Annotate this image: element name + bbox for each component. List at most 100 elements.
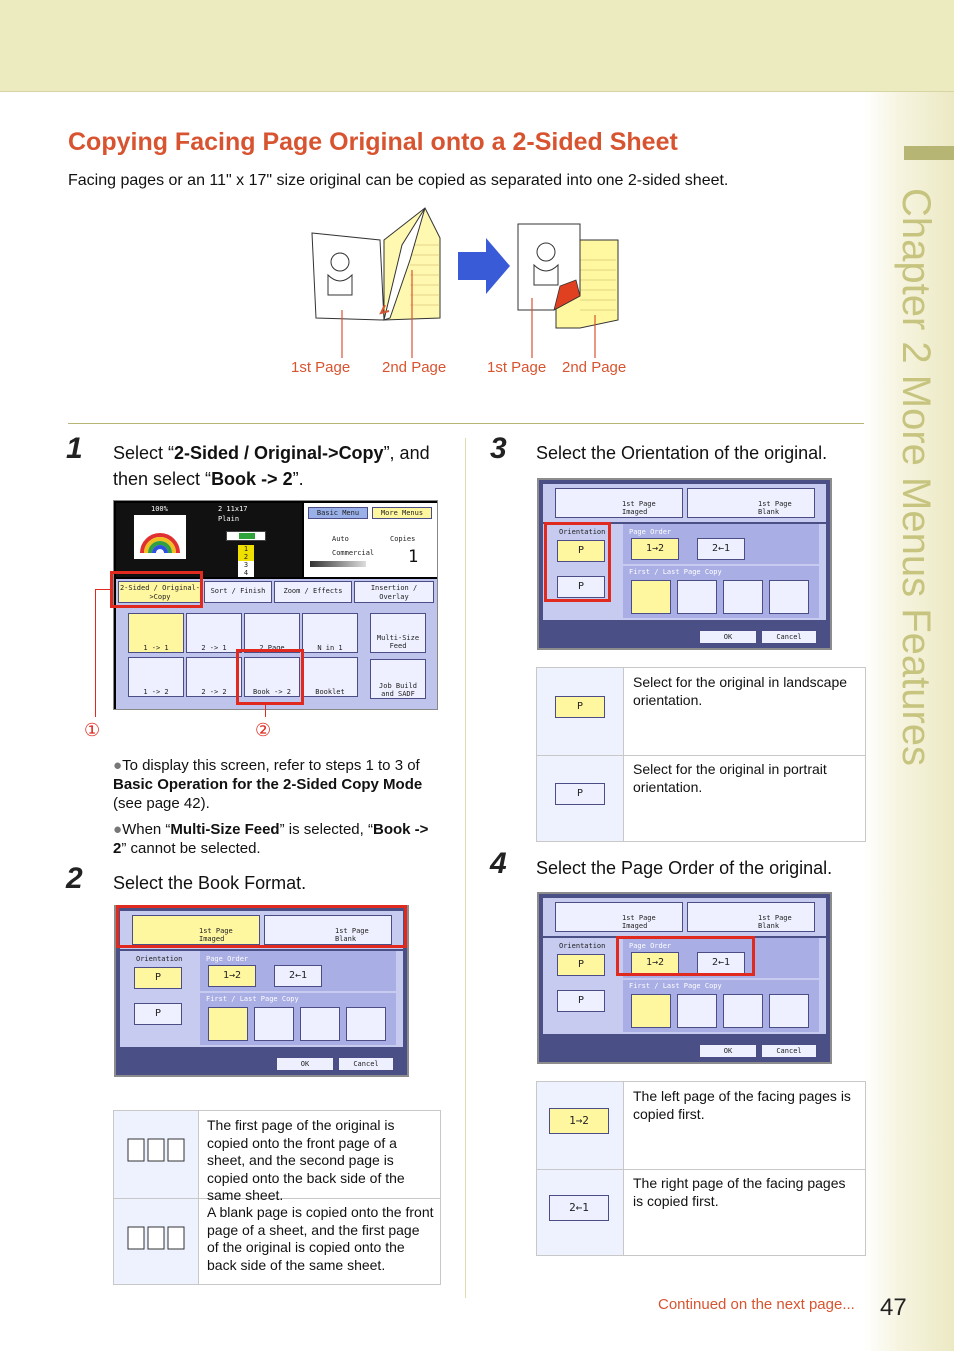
first-last-option-3[interactable] [723,994,763,1028]
tray-3: 3 [238,561,254,569]
step4-text: Select the Page Order of the original. [536,858,833,878]
copies-count: 1 [408,547,419,567]
first-last-option-1[interactable] [208,1007,248,1041]
first-last-area: First / Last Page Copy [623,566,819,618]
first-last-option-1[interactable] [631,580,671,614]
order-right-first-button[interactable]: 2←1 [697,538,745,560]
cancel-button[interactable]: Cancel [761,1044,817,1058]
orientation-portrait-button[interactable]: P [557,576,605,598]
ok-button[interactable]: OK [699,1044,757,1058]
orientation-landscape-button[interactable]: P [134,967,182,989]
table2-row-divider [114,1198,440,1199]
tray-1: 1 [238,545,254,553]
mode-2-page-button[interactable]: 2 Page [244,613,300,653]
callout-2: ② [255,720,272,740]
copies-label: Copies [390,535,416,543]
label-1st-page-sheet: 1st Page [487,359,547,376]
status-area: Basic Menu More Menus Auto Commercial Co… [304,503,437,577]
first-page-blank-button[interactable]: 1st Page Blank [687,488,815,518]
first-page-imaged-button[interactable]: 1st Page Imaged [132,915,260,945]
first-last-option-2[interactable] [677,580,717,614]
table4-row1-text: The left page of the facing pages is cop… [633,1088,851,1122]
format-row: 1st Page Imaged 1st Page Blank [120,911,403,949]
first-last-option-4[interactable] [769,580,809,614]
tab-insertion-overlay[interactable]: Insertion / Overlay [354,581,434,603]
table3-icon-column: P P [537,668,624,841]
tab-2-sided[interactable]: 2-Sided / Original->Copy [118,581,202,603]
table4-row-divider [537,1169,865,1170]
table2-row1-text: The first page of the original is copied… [207,1117,405,1203]
callout1-line-h [95,589,111,590]
tab-zoom-effects[interactable]: Zoom / Effects [274,581,352,603]
page-order-area: Page Order 1→2 2←1 [200,951,396,991]
orientation-label: Orientation [559,528,606,536]
table4-row2-text: The right page of the facing pages is co… [633,1175,846,1209]
tab-sort-finish[interactable]: Sort / Finish [204,581,272,603]
highlight-book-format [116,905,407,948]
page-order-label: Page Order [206,955,249,963]
first-page-imaged-button[interactable]: 1st Page Imaged [555,488,683,518]
settings-area: Orientation P P Page Order 1→2 2←1 First… [120,951,403,1047]
paper-type: Plain [218,515,240,523]
first-last-option-4[interactable] [769,994,809,1028]
settings-area: Orientation P P Page Order 1→2 2←1 First… [543,524,826,620]
first-page-imaged-button[interactable]: 1st Page Imaged [555,902,683,932]
step2-number: 2 [66,862,83,895]
first-last-label: First / Last Page Copy [629,982,722,990]
first-page-blank-button[interactable]: 1st Page Blank [264,915,392,945]
mode-book-to-2-button[interactable]: Book -> 2 [244,657,300,697]
first-last-option-3[interactable] [300,1007,340,1041]
format-row: 1st Page Imaged 1st Page Blank [543,484,826,522]
cancel-button[interactable]: Cancel [761,630,817,644]
first-last-option-2[interactable] [254,1007,294,1041]
order-right-first-button[interactable]: 2←1 [274,965,322,987]
tray-4: 4 [238,569,254,577]
orientation-portrait-button[interactable]: P [557,990,605,1012]
mode-2-to-2-button[interactable]: 2 -> 2 [186,657,242,697]
page-order-label: Page Order [629,942,672,950]
orientation-label: Orientation [559,942,606,950]
step3-number: 3 [490,432,507,465]
column-divider [465,438,466,1298]
highlight-page-order [616,936,755,976]
first-last-option-2[interactable] [677,994,717,1028]
mode-2-to-1-button[interactable]: 2 -> 1 [186,613,242,653]
basic-menu-button[interactable]: Basic Menu [308,507,368,519]
mode-n-in-1-button[interactable]: N in 1 [302,613,358,653]
job-build-sadf-button[interactable]: Job Build and SADF [370,659,426,699]
multi-size-feed-button[interactable]: Multi-Size Feed [370,613,426,653]
ok-button[interactable]: OK [699,630,757,644]
ok-button[interactable]: OK [276,1057,334,1071]
book-format-table: The first page of the original is copied… [113,1110,441,1285]
order-left-first-button[interactable]: 1→2 [631,538,679,560]
first-last-option-3[interactable] [723,580,763,614]
table3-row1-text: Select for the original in landscape ori… [633,674,848,708]
page-order-label: Page Order [629,528,672,536]
first-page-blank-icon [127,1226,185,1250]
first-last-option-4[interactable] [346,1007,386,1041]
function-area: 2-Sided / Original->Copy Sort / Finish Z… [116,579,437,709]
step1-note-1: ●To display this screen, refer to steps … [113,757,423,812]
mode-booklet-button[interactable]: Booklet [302,657,358,697]
callout-1: ① [84,720,101,740]
table2-row2-text: A blank page is copied onto the front pa… [207,1204,434,1273]
orientation-landscape-button[interactable]: P [557,954,605,976]
highlight-book-to-2 [236,649,304,705]
section-title: Copying Facing Page Original onto a 2-Si… [68,128,678,156]
highlight-orientation [544,522,611,602]
orientation-portrait-button[interactable]: P [134,1003,182,1025]
more-menus-button[interactable]: More Menus [372,507,432,519]
orientation-landscape-button[interactable]: P [557,540,605,562]
first-page-imaged-icon [127,1138,185,1162]
rainbow-icon [140,533,180,554]
density-bar[interactable] [310,561,366,567]
first-last-option-1[interactable] [631,994,671,1028]
cancel-button[interactable]: Cancel [338,1057,394,1071]
order-left-first-button[interactable]: 1→2 [208,965,256,987]
book-format-dialog-step3: 1st Page Imaged 1st Page Blank Orientati… [537,478,832,650]
control-panel-screen: 100% 2 11x17 Plain 1 2 3 4 Basic Menu Mo… [113,500,438,710]
mode-1-to-2-button[interactable]: 1 -> 2 [128,657,184,697]
first-page-blank-button[interactable]: 1st Page Blank [687,902,815,932]
mode-1-to-1-button[interactable]: 1 -> 1 [128,613,184,653]
open-book-drawing [311,207,441,321]
